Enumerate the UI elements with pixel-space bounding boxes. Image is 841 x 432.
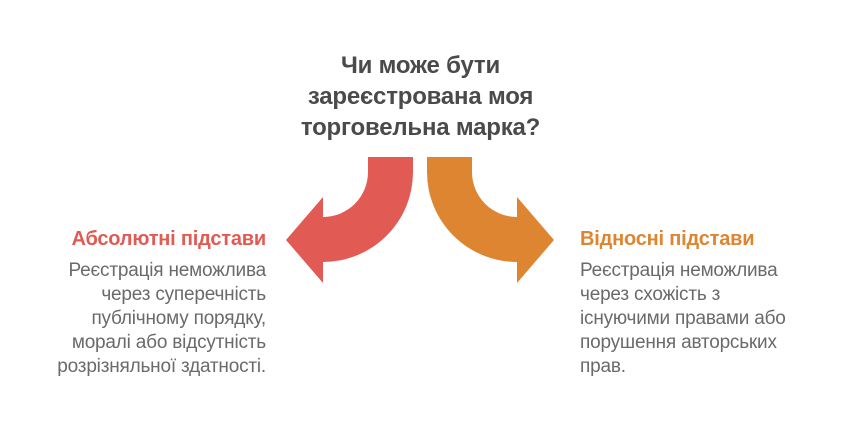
branch-arrows-graphic: [286, 157, 554, 283]
left-branch-heading: Абсолютні підстави: [71, 228, 267, 250]
left-branch-section: Абсолютні підстави Реєстрація неможлива …: [28, 227, 266, 379]
left-curved-arrow-icon: [286, 157, 413, 283]
right-branch-heading: Відносні підстави: [580, 228, 755, 250]
page-title: Чи може бути зареєстрована моя торговель…: [300, 52, 541, 141]
right-branch-section: Відносні підстави Реєстрація неможлива ч…: [580, 227, 830, 379]
right-branch-body: Реєстрація неможлива через схожість з іс…: [580, 260, 786, 377]
left-branch-body: Реєстрація неможлива через суперечність …: [57, 260, 266, 377]
right-curved-arrow-icon: [427, 157, 554, 283]
